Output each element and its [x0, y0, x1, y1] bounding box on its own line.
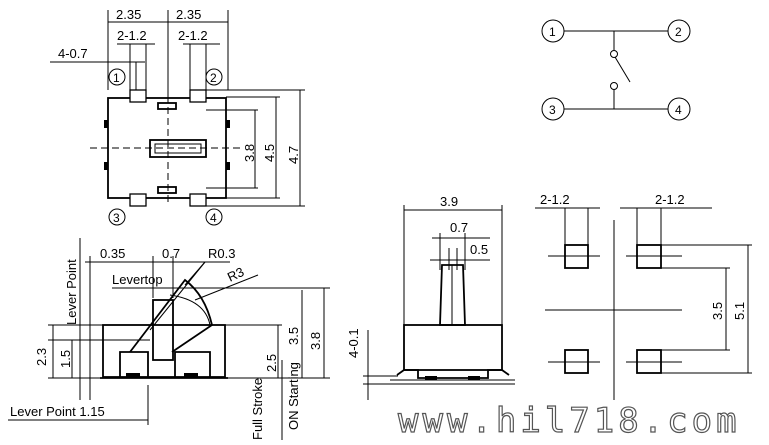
label-levertop: Levertop	[112, 272, 163, 287]
dim-r0-3: R0.3	[208, 246, 235, 261]
pin-label-3: 3	[113, 211, 120, 225]
top-view: 2.35 2.35 2-1.2 2-1.2 4-0.7	[50, 7, 305, 226]
dim-3-9: 3.9	[440, 194, 458, 209]
pin-label-2: 2	[210, 71, 217, 85]
dim-3-8-side: 3.8	[308, 332, 323, 350]
dim-4-0-7: 4-0.7	[58, 46, 88, 61]
dim-2-5: 2.5	[264, 354, 279, 372]
dim-2-35-left: 2.35	[116, 7, 141, 22]
dim-4-0-1: 4-0.1	[346, 328, 361, 358]
dim-r3: R3	[225, 264, 246, 285]
dim-2-1-2-left: 2-1.2	[117, 28, 147, 43]
pin-label-4: 4	[210, 211, 217, 225]
label-lever-point-1-15: Lever Point 1.15	[10, 404, 105, 419]
pin-label-1: 1	[113, 71, 120, 85]
dim-2-35-right: 2.35	[176, 7, 201, 22]
dim-2-3: 2.3	[34, 348, 49, 366]
dim-4-7: 4.7	[286, 146, 301, 164]
schem-pin-3: 3	[549, 103, 556, 117]
schem-pin-2: 2	[675, 25, 682, 39]
dim-0-7: 0.7	[162, 246, 180, 261]
dim-0-7-front: 0.7	[450, 220, 468, 235]
label-on-starting: ON Starting	[286, 362, 301, 430]
schematic: 1 2 3 4	[541, 19, 691, 121]
dim-3-5: 3.5	[286, 327, 301, 345]
watermark: www.hil718.com	[398, 401, 741, 441]
schem-pin-4: 4	[675, 103, 682, 117]
dim-4-5: 4.5	[262, 144, 277, 162]
dim-1-5: 1.5	[58, 350, 73, 368]
dim-3-5-pcb: 3.5	[710, 302, 725, 320]
label-full-stroke: Full Stroke	[250, 378, 265, 440]
front-view: 3.9 0.7 0.5 4-0.1	[346, 194, 515, 400]
dim-0-35: 0.35	[100, 246, 125, 261]
side-view: 0.35 0.7 R0.3 R3 Levertop Lever Point 2.…	[8, 238, 330, 440]
dim-5-1-pcb: 5.1	[732, 302, 747, 320]
dim-2-1-2-pcb-left: 2-1.2	[540, 192, 570, 207]
pcb-layout: 2-1.2 2-1.2 3.5 5.1	[535, 192, 752, 400]
dim-2-1-2-pcb-right: 2-1.2	[655, 192, 685, 207]
dim-3-8: 3.8	[242, 144, 257, 162]
dim-0-5-front: 0.5	[470, 242, 488, 257]
dim-2-1-2-right: 2-1.2	[178, 28, 208, 43]
label-lever-point: Lever Point	[64, 259, 79, 325]
schem-pin-1: 1	[549, 25, 556, 39]
